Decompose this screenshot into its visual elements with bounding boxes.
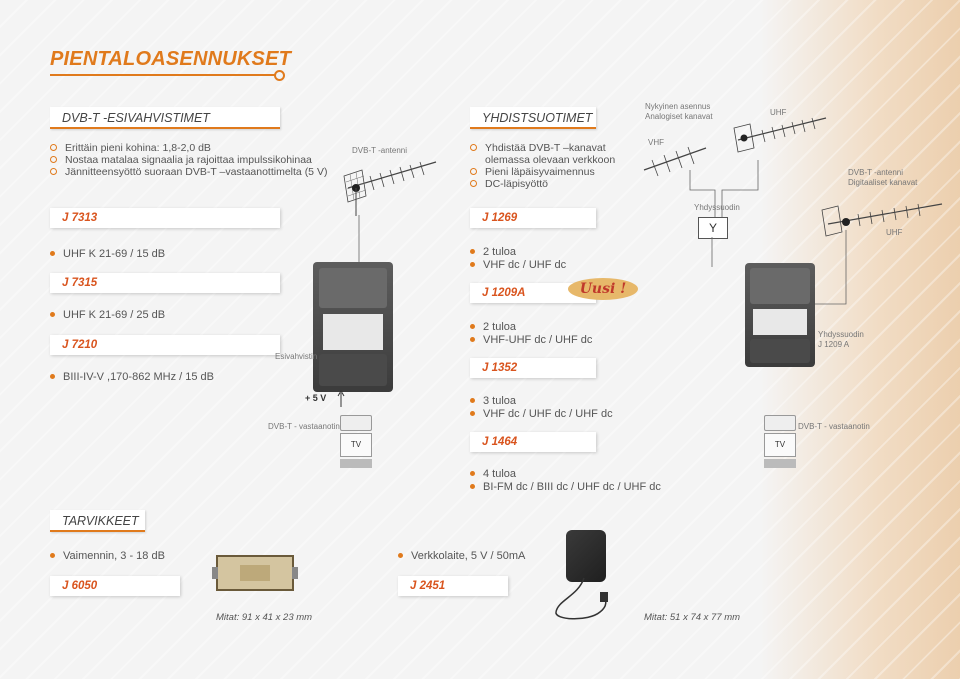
existing-install-label: Nykyinen asennus Analogiset kanavat	[645, 102, 713, 121]
list-item: DC-läpisyöttö	[470, 178, 640, 190]
bullet-icon	[50, 311, 55, 317]
product-spec: 4 tuloa BI-FM dc / BIII dc / UHF dc / UH…	[470, 468, 661, 494]
product-code-j1352: J 1352	[470, 358, 596, 378]
receiver-label-2: DVB-T - vastaanotin	[798, 422, 870, 431]
bullet-icon	[470, 397, 475, 403]
dvbt-antenna-label: DVB-T -antenni Digitaaliset kanavat	[848, 168, 918, 187]
amplifier-label: Esivahvistin	[275, 352, 318, 361]
section-combiners-header: YHDISTSUOTIMET	[470, 107, 596, 129]
tv-receiver-icon: TV	[764, 415, 796, 468]
bullet-icon	[50, 552, 55, 558]
combiner-feature-list: Yhdistää DVB-T –kanavat olemassa olevaan…	[470, 142, 640, 190]
product-spec: UHF K 21-69 / 15 dB	[50, 248, 165, 260]
page-title: PIENTALOASENNUKSET	[50, 48, 292, 70]
arrow-up-icon	[337, 390, 345, 407]
bullet-icon	[470, 323, 475, 329]
bullet-icon	[470, 144, 477, 151]
bullet-icon	[470, 248, 475, 254]
bullet-icon	[470, 167, 477, 175]
filter-model-label: Yhdyssuodin J 1209 A	[818, 330, 864, 349]
voltage-label: + 5 V	[305, 393, 327, 403]
attenuator-image	[212, 555, 298, 591]
bullet-icon	[50, 143, 57, 151]
list-item: Erittäin pieni kohina: 1,8-2,0 dB	[50, 142, 350, 154]
section-dvbt-header: DVB-T -ESIVAHVISTIMET	[50, 107, 280, 129]
bullet-icon	[470, 336, 475, 342]
cable-line	[800, 230, 847, 305]
title-underline	[50, 74, 278, 76]
product-code-j1269: J 1269	[470, 208, 596, 228]
cable-line	[711, 237, 713, 267]
uhf-label: UHF	[770, 108, 787, 117]
bullet-icon	[50, 250, 55, 256]
new-badge: Uusi !	[568, 278, 638, 300]
list-item: Pieni läpäisyvaimennus	[470, 166, 640, 178]
accessory-dims: Mitat: 91 x 41 x 23 mm	[216, 612, 313, 623]
product-spec: 2 tuloa VHF-UHF dc / UHF dc	[470, 321, 592, 347]
tv-receiver-icon: TV	[340, 415, 372, 468]
list-item: Yhdistää DVB-T –kanavat olemassa olevaan…	[470, 142, 640, 166]
dvbt-antenna-icon	[821, 203, 943, 237]
product-code-j7313: J 7313	[50, 208, 280, 228]
bullet-icon	[50, 167, 57, 175]
section-accessories-header: TARVIKKEET	[50, 510, 145, 532]
list-item: Jännitteensyöttö suoraan DVB-T –vastaano…	[50, 166, 350, 178]
bullet-icon	[470, 483, 475, 489]
accessory-spec: Verkkolaite, 5 V / 50mA	[398, 550, 525, 562]
amplifier-device-image	[313, 262, 393, 392]
product-spec: UHF K 21-69 / 25 dB	[50, 309, 165, 321]
product-code-j1464: J 1464	[470, 432, 596, 452]
filter-label: Yhdyssuodin	[694, 203, 740, 212]
accessory-spec: Vaimennin, 3 - 18 dB	[50, 550, 165, 562]
antenna-cables	[689, 160, 759, 218]
filter-symbol-box: Y	[698, 217, 728, 239]
bullet-icon	[470, 410, 475, 416]
product-code-j7315: J 7315	[50, 273, 280, 293]
combiner-device-image	[745, 263, 815, 367]
product-code-j7210: J 7210	[50, 335, 280, 355]
power-supply-image	[566, 530, 606, 582]
list-item: Nostaa matalaa signaalia ja rajoittaa im…	[50, 154, 350, 166]
bullet-icon	[470, 179, 477, 187]
title-underline-dot	[274, 70, 285, 81]
bullet-icon	[470, 470, 475, 476]
bullet-icon	[50, 373, 55, 379]
product-code-j1209a: J 1209A	[470, 283, 596, 303]
bullet-icon	[50, 155, 57, 163]
accessory-dims: Mitat: 51 x 74 x 77 mm	[644, 612, 741, 623]
product-code-j6050: J 6050	[50, 576, 180, 596]
product-spec: 2 tuloa VHF dc / UHF dc	[470, 246, 566, 272]
bullet-icon	[398, 552, 403, 558]
bullet-icon	[470, 261, 475, 267]
receiver-label: DVB-T - vastaanotin	[268, 422, 340, 431]
dvbt-feature-list: Erittäin pieni kohina: 1,8-2,0 dB Nostaa…	[50, 142, 350, 178]
antenna-icon	[343, 161, 437, 216]
vhf-antenna-icon	[643, 146, 707, 177]
product-spec: BIII-IV-V ,170-862 MHz / 15 dB	[50, 371, 214, 383]
vhf-label: VHF	[648, 138, 664, 147]
product-spec: 3 tuloa VHF dc / UHF dc / UHF dc	[470, 395, 613, 421]
diagram1-antenna-label: DVB-T -antenni	[352, 146, 407, 155]
product-code-j2451: J 2451	[398, 576, 508, 596]
uhf-antenna-icon	[733, 117, 827, 153]
uhf-label-2: UHF	[886, 228, 903, 237]
power-cable	[555, 577, 608, 620]
cable-line	[358, 215, 360, 265]
